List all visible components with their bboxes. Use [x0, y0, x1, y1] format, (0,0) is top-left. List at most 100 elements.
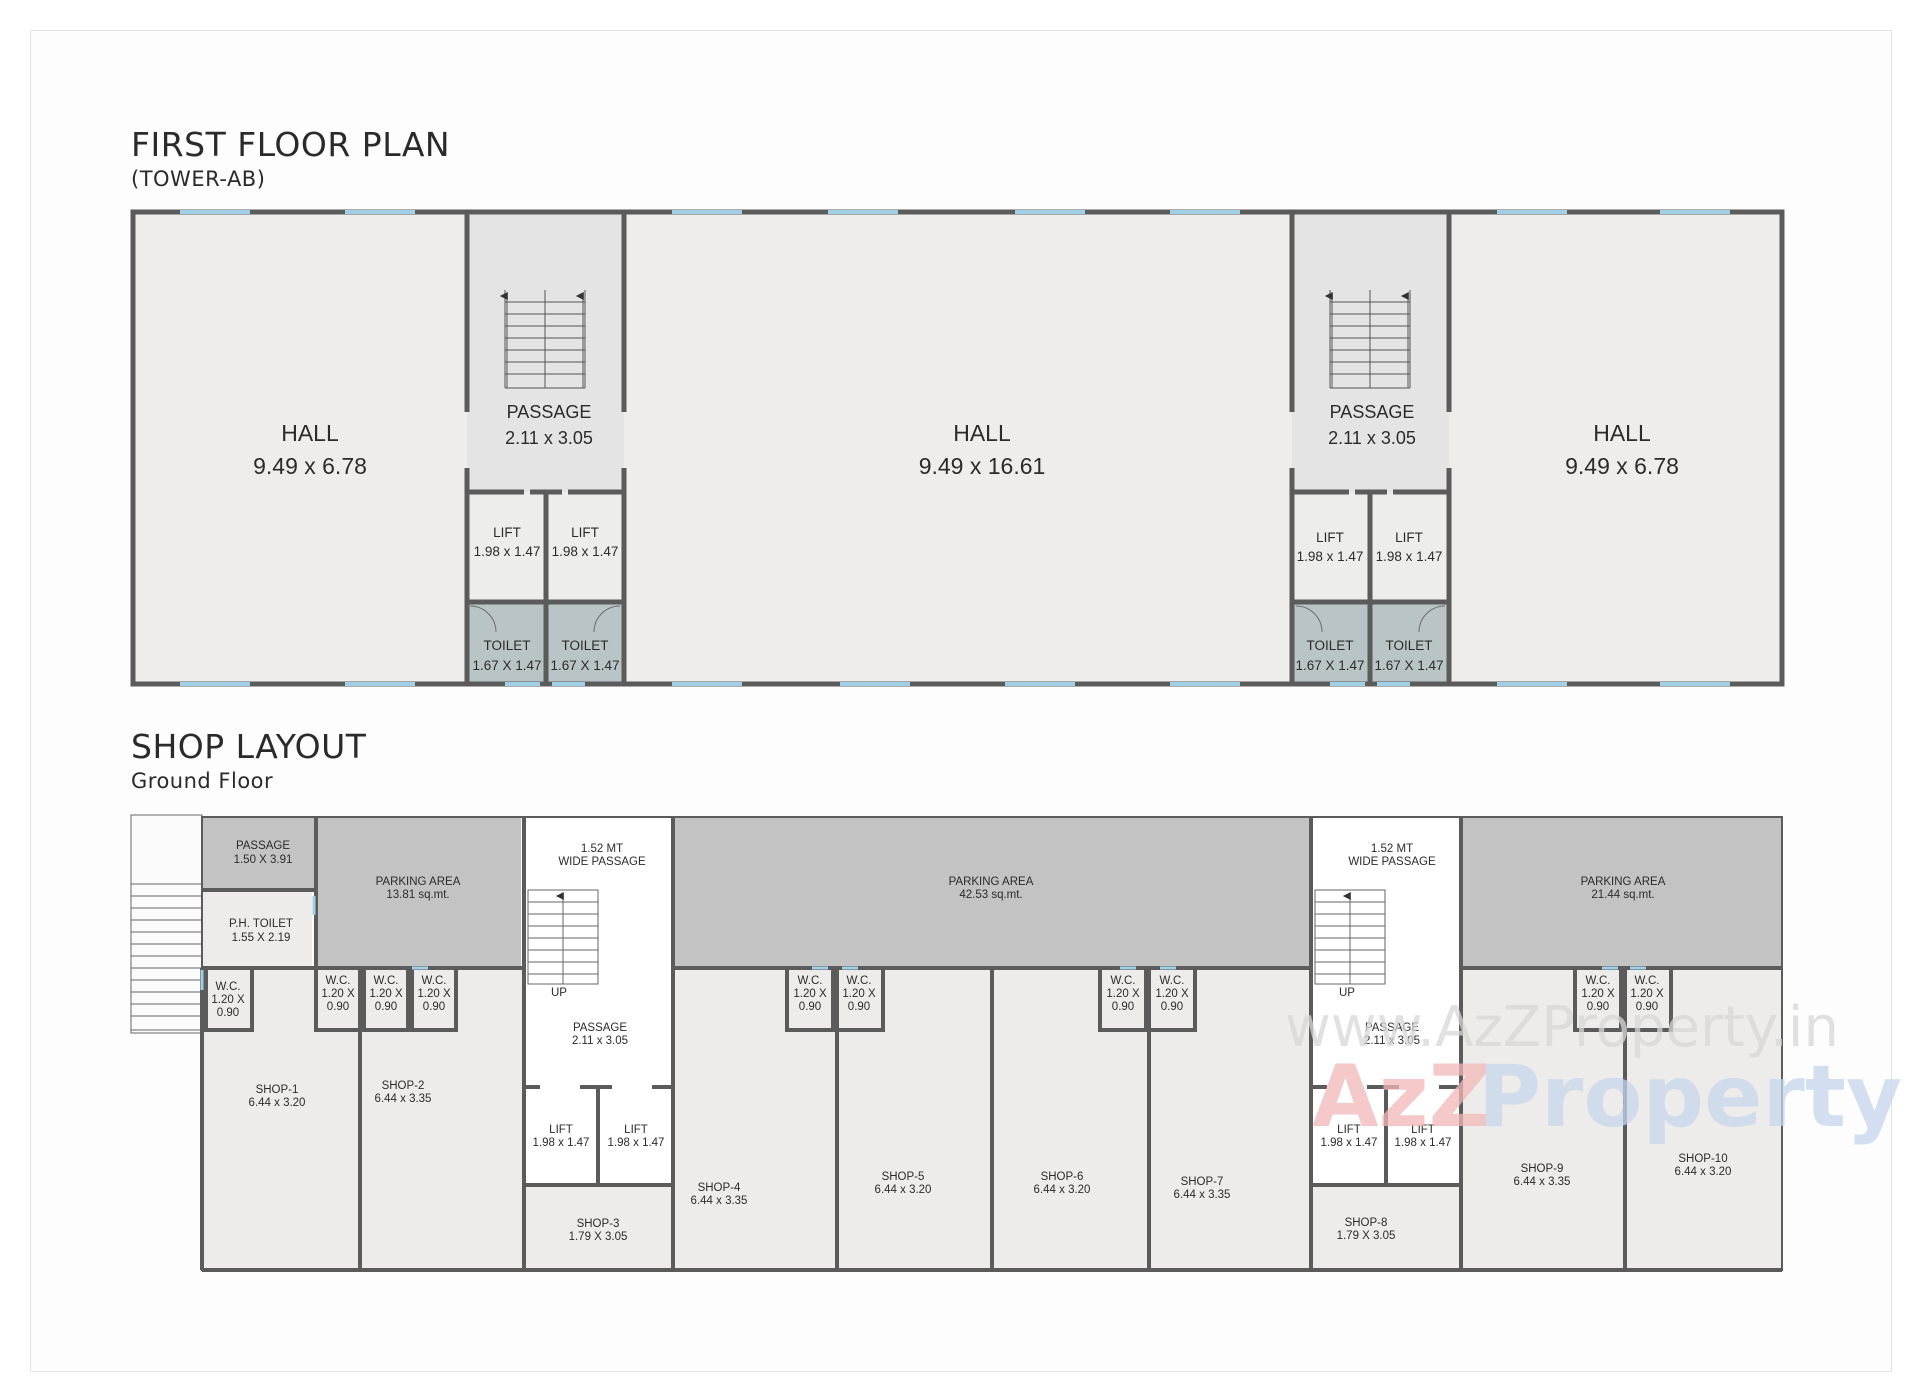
staircase-left	[499, 290, 586, 389]
shop-walls	[200, 816, 1783, 1272]
toilet-3-name: TOILET	[1306, 638, 1353, 653]
shop-lift-4-size: 1.98 x 1.47	[1395, 1137, 1452, 1149]
lift-4-name: LIFT	[1395, 530, 1423, 545]
shop-5-size: 6.44 x 3.20	[875, 1184, 932, 1196]
parking-1-name: PARKING AREA	[376, 876, 461, 888]
wide-passage-2-line1: 1.52 MT	[1371, 843, 1413, 855]
wc-2-size2: 0.90	[327, 1001, 349, 1013]
shop-windows	[200, 896, 1646, 990]
passage-shop-2-size: 2.11 x 3.05	[1364, 1035, 1420, 1047]
parking-2-size: 42.53 sq.mt.	[959, 889, 1022, 901]
passage-left-name: PASSAGE	[507, 402, 592, 422]
parking-1-floor	[316, 817, 521, 967]
wc-2-size: 1.20 X	[321, 988, 355, 1000]
wc-10-size: 1.20 X	[1630, 988, 1664, 1000]
shop-4-name: SHOP-4	[698, 1182, 741, 1194]
shop-layout-subtitle: Ground Floor	[131, 769, 274, 793]
toilet-4-name: TOILET	[1385, 638, 1432, 653]
toilet-1-size: 1.67 X 1.47	[472, 658, 541, 673]
lift-1-size: 1.98 x 1.47	[474, 544, 541, 559]
toilet-2-name: TOILET	[561, 638, 608, 653]
wc-9-name: W.C.	[1586, 975, 1611, 987]
wc-9-size: 1.20 X	[1581, 988, 1615, 1000]
lift-4-size: 1.98 x 1.47	[1376, 549, 1443, 564]
wc-2-name: W.C.	[326, 975, 351, 987]
hall-right-floor	[1449, 212, 1782, 684]
wc-5-name: W.C.	[798, 975, 823, 987]
shop-layout-plan: PASSAGE 1.50 X 3.91 PARKING AREA 13.81 s…	[130, 814, 1783, 1272]
inner-stair-2	[1314, 889, 1386, 985]
wc-8-name: W.C.	[1160, 975, 1185, 987]
first-floor-windows	[180, 210, 1730, 686]
shop-6-size: 6.44 x 3.20	[1034, 1184, 1091, 1196]
shop-layout-title: SHOP LAYOUT	[131, 727, 367, 766]
wc-5-size2: 0.90	[799, 1001, 821, 1013]
shop-3-name: SHOP-3	[577, 1218, 620, 1230]
shop-lift-1-size: 1.98 x 1.47	[533, 1137, 590, 1149]
shop-3-size: 1.79 X 3.05	[569, 1231, 628, 1243]
wc-8-size: 1.20 X	[1155, 988, 1189, 1000]
wc-6-name: W.C.	[847, 975, 872, 987]
parking-3-name: PARKING AREA	[1581, 876, 1666, 888]
lift-1-name: LIFT	[493, 525, 521, 540]
hall-right-size: 9.49 x 6.78	[1565, 453, 1679, 479]
hall-left-name: HALL	[281, 420, 339, 446]
first-floor-subtitle: (TOWER-AB)	[131, 167, 266, 191]
toilet-1-name: TOILET	[483, 638, 530, 653]
toilet-doors	[469, 605, 1446, 633]
shop-lift-3-size: 1.98 x 1.47	[1321, 1137, 1378, 1149]
passage-right-name: PASSAGE	[1330, 402, 1415, 422]
external-staircase	[130, 814, 203, 1034]
wc-4-size: 1.20 X	[417, 988, 451, 1000]
passage-small-name: PASSAGE	[236, 840, 290, 852]
wc-4-size2: 0.90	[423, 1001, 445, 1013]
passage-shop-1-name: PASSAGE	[573, 1022, 627, 1034]
lift-3-size: 1.98 x 1.47	[1297, 549, 1364, 564]
shop-5-name: SHOP-5	[882, 1171, 925, 1183]
wc-8-size2: 0.90	[1161, 1001, 1183, 1013]
parking-3-size: 21.44 sq.mt.	[1591, 889, 1654, 901]
hall-center-size: 9.49 x 16.61	[919, 453, 1046, 479]
wc-9-size2: 0.90	[1587, 1001, 1609, 1013]
wc-6-size: 1.20 X	[842, 988, 876, 1000]
shop-8-floor	[1313, 1185, 1459, 1270]
first-floor-walls	[130, 209, 1785, 687]
shop-lift-4-name: LIFT	[1411, 1124, 1435, 1136]
shop-8-size: 1.79 X 3.05	[1337, 1230, 1396, 1242]
shop-3-floor	[526, 1185, 671, 1270]
shop-lift-2-name: LIFT	[624, 1124, 648, 1136]
passage-small-size: 1.50 X 3.91	[234, 854, 293, 866]
wc-1-name: W.C.	[216, 981, 241, 993]
toilet-2-size: 1.67 X 1.47	[550, 658, 619, 673]
hall-right-name: HALL	[1593, 420, 1651, 446]
shop-1-size: 6.44 x 3.20	[249, 1097, 306, 1109]
wide-passage-1-line1: 1.52 MT	[581, 843, 623, 855]
ph-toilet-size: 1.55 X 2.19	[232, 932, 291, 944]
shop-lift-1-name: LIFT	[549, 1124, 573, 1136]
shop-7-name: SHOP-7	[1181, 1176, 1224, 1188]
wc-10-name: W.C.	[1635, 975, 1660, 987]
parking-3-floor	[1463, 817, 1782, 967]
wide-passage-1-line2: WIDE PASSAGE	[558, 856, 646, 868]
passage-shop-2-name: PASSAGE	[1365, 1022, 1419, 1034]
ph-toilet-floor	[202, 891, 312, 966]
first-floor-title: FIRST FLOOR PLAN	[131, 125, 451, 164]
shop-lift-3-name: LIFT	[1337, 1124, 1361, 1136]
parking-2-floor	[675, 817, 1309, 967]
passage-shop-1-size: 2.11 x 3.05	[572, 1035, 628, 1047]
watermark-url: www.AzZProperty.in	[1285, 995, 1839, 1060]
shop-lift-2-size: 1.98 x 1.47	[608, 1137, 665, 1149]
staircase-right	[1324, 290, 1411, 389]
passage-left-size: 2.11 x 3.05	[505, 428, 593, 448]
shop-9-size: 6.44 x 3.35	[1514, 1176, 1571, 1188]
lift-2-size: 1.98 x 1.47	[552, 544, 619, 559]
hall-center-floor	[624, 212, 1292, 684]
shop-8-name: SHOP-8	[1345, 1217, 1388, 1229]
shop-10-size: 6.44 x 3.20	[1675, 1166, 1732, 1178]
wc-7-size2: 0.90	[1112, 1001, 1134, 1013]
watermark-brand-b: Property	[1478, 1047, 1902, 1147]
up-label-2: UP	[1339, 987, 1355, 999]
parking-1-size: 13.81 sq.mt.	[386, 889, 449, 901]
wc-7-name: W.C.	[1111, 975, 1136, 987]
shop-9-name: SHOP-9	[1521, 1163, 1564, 1175]
